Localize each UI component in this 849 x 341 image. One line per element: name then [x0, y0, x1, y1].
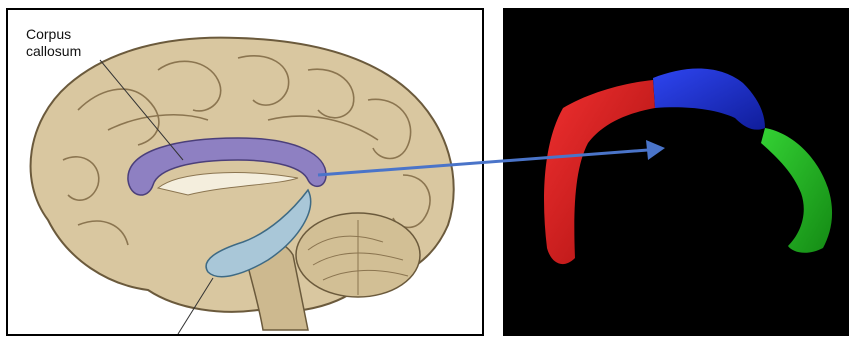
arrow-right-icon: [318, 150, 648, 175]
arrow-head: [646, 140, 665, 160]
